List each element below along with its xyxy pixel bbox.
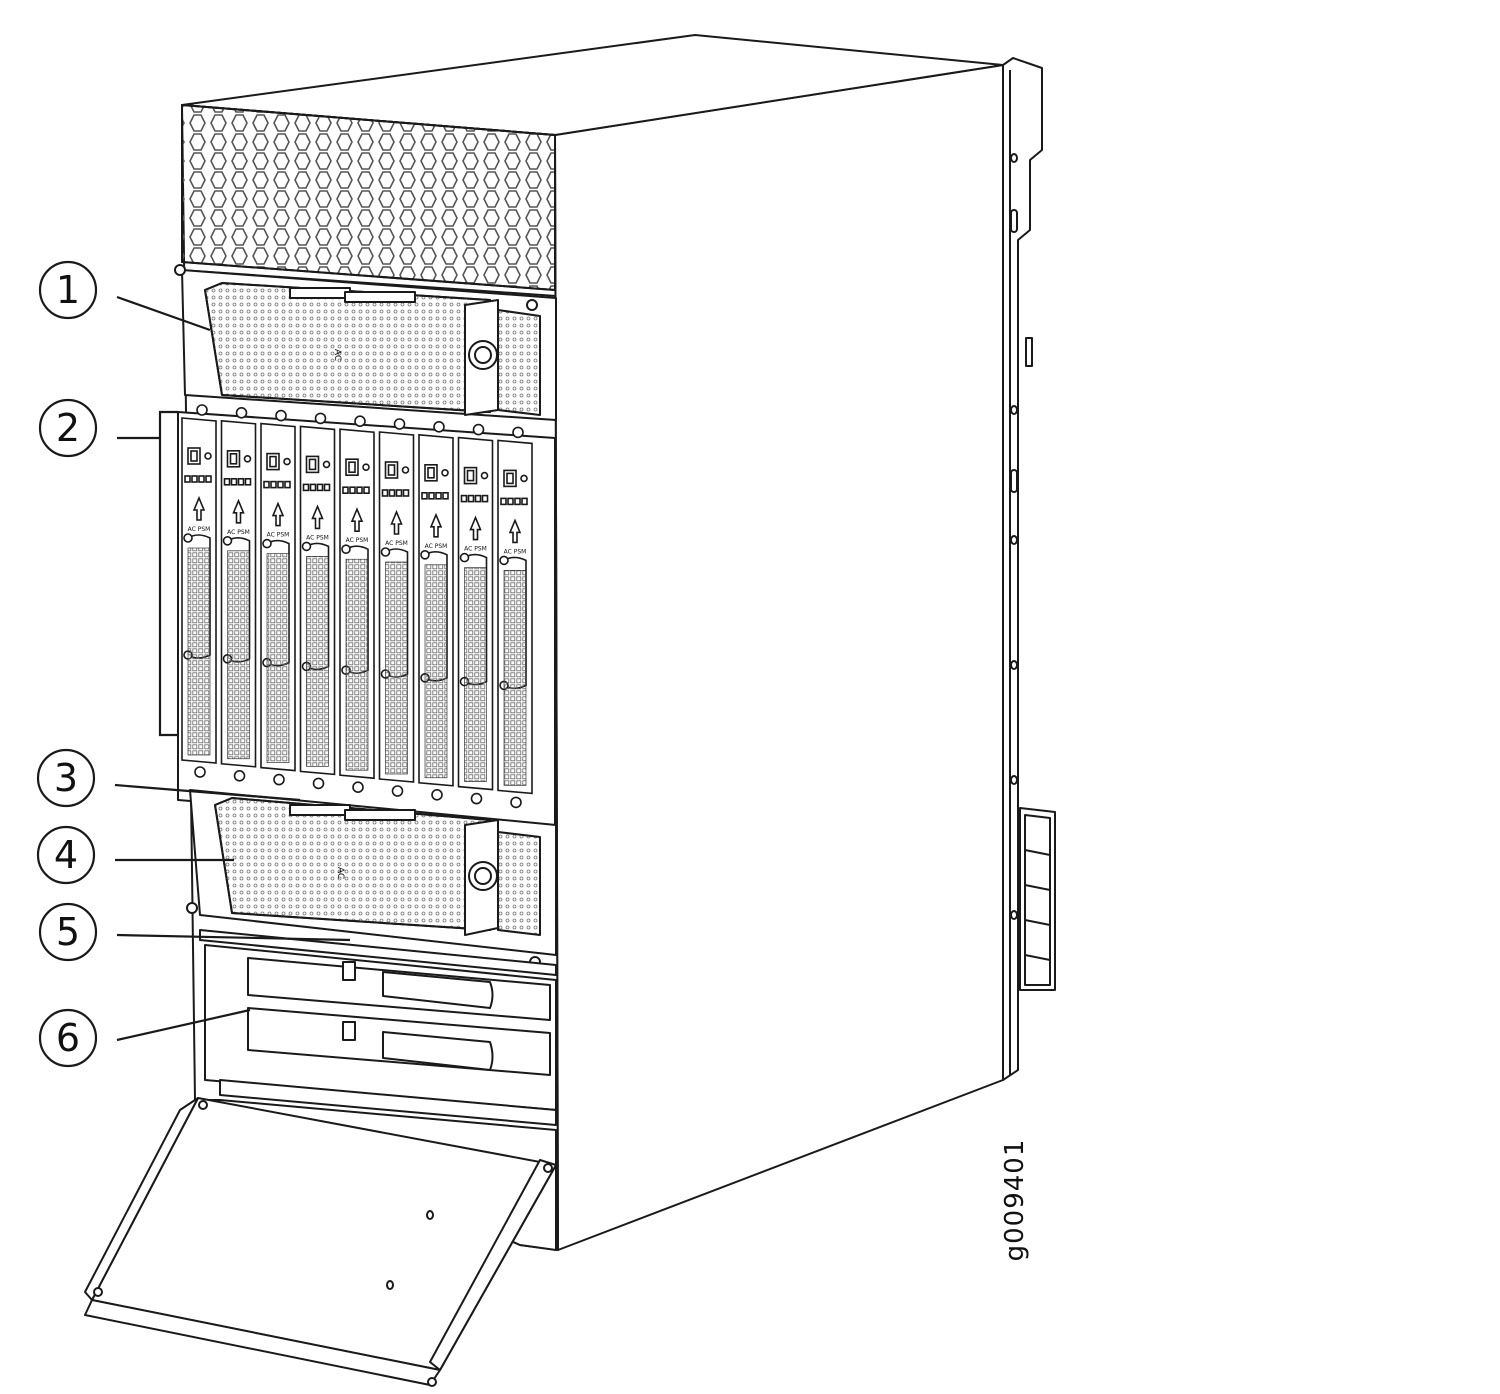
callout-3-number: 3: [54, 756, 78, 800]
psm-label: AC PSM: [188, 526, 211, 533]
callout-1-number: 1: [56, 268, 80, 312]
psm-label: AC PSM: [227, 529, 250, 536]
psm-label: AC PSM: [306, 534, 329, 541]
callout-2-number: 2: [56, 406, 80, 450]
callout-2-bracket: [158, 410, 178, 737]
psm-module: AC PSM: [220, 406, 257, 782]
psm-label: AC PSM: [504, 548, 527, 555]
psm-module: AC PSM: [378, 418, 415, 797]
psm-label: AC PSM: [385, 540, 408, 547]
psm-module: AC PSM: [457, 423, 494, 805]
psm-module: AC PSM: [299, 412, 336, 790]
psm-module: AC PSM: [418, 420, 454, 801]
callout-5-leader: [116, 933, 351, 942]
psm-label: AC PSM: [464, 546, 487, 553]
callout-3-circle: [36, 748, 96, 808]
callout-6-number: 6: [56, 1016, 80, 1060]
callout-2-circle: [38, 398, 98, 458]
psm-label: AC PSM: [267, 532, 290, 539]
psm-module: AC PSM: [339, 415, 375, 794]
psm-group: AC PSM AC PSM AC PSM AC PSM AC PSM AC PSM AC P…: [181, 404, 533, 809]
psm-module: AC PSM: [497, 426, 533, 809]
psm-module: AC PSM: [260, 409, 296, 786]
fan-tray-grille: [181, 104, 556, 291]
figure-id: g009401: [1000, 1139, 1030, 1262]
callout-4-number: 4: [54, 833, 78, 877]
callout-1-circle: [38, 260, 98, 320]
callout-3-leader: [114, 783, 301, 802]
callout-6-circle: [38, 1008, 98, 1068]
psm-label: AC PSM: [425, 543, 448, 550]
callout-5-number: 5: [56, 910, 80, 954]
psm-label: AC PSM: [346, 537, 369, 544]
callout-4-circle: [36, 825, 96, 885]
upper-pdm-label: AC: [332, 349, 342, 361]
callout-1-leader: [116, 295, 211, 332]
chassis-side-panel: [554, 64, 1004, 1251]
lower-pdm-label: AC: [335, 867, 345, 879]
callout-5-circle: [38, 902, 98, 962]
psm-module: AC PSM: [181, 404, 217, 778]
callout-6-leader: [116, 1008, 251, 1042]
